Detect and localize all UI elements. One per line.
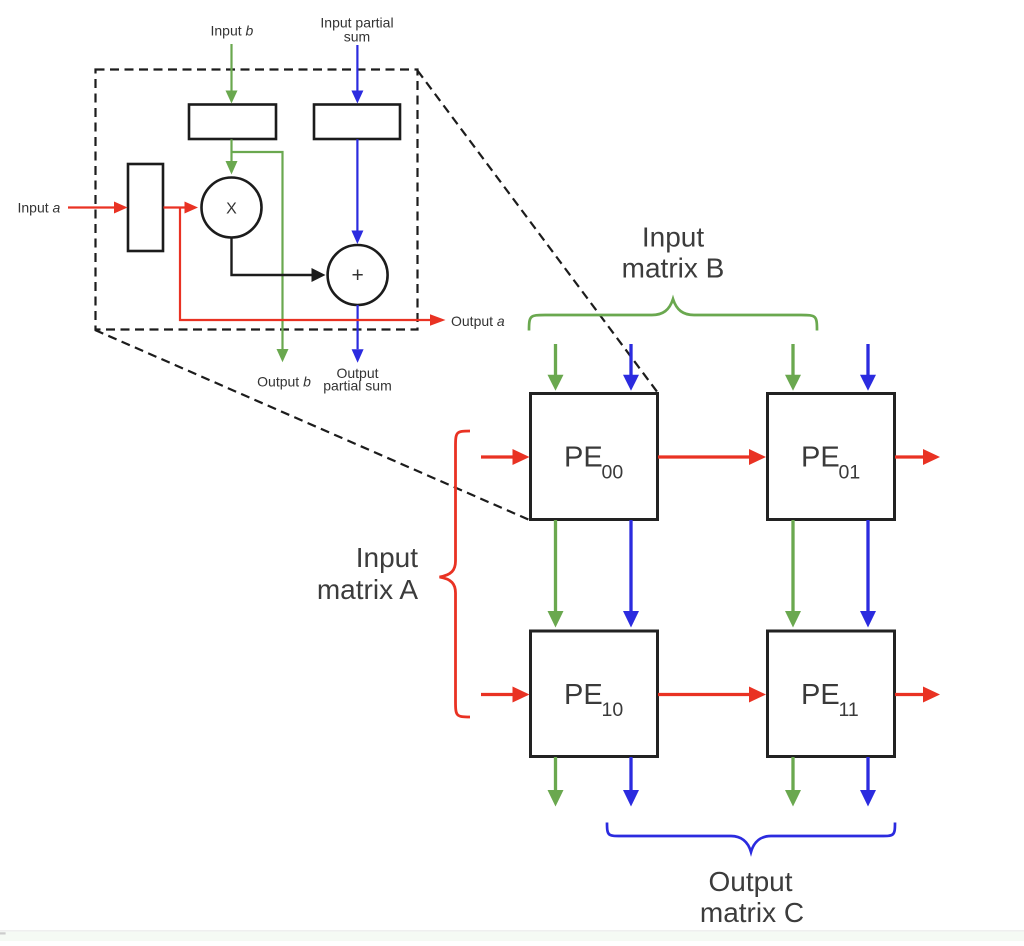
svg-text:Output: Output [708,866,792,897]
svg-text:Input: Input [642,222,704,253]
svg-text:10: 10 [602,699,624,721]
svg-text:00: 00 [602,462,624,484]
svg-text:partial sum: partial sum [323,378,391,394]
svg-text:Output b: Output b [257,374,311,390]
svg-text:PE: PE [564,679,603,711]
svg-text:Input partial: Input partial [320,15,393,31]
svg-text:+: + [351,264,363,287]
svg-text:PE: PE [801,679,840,711]
svg-text:Output a: Output a [451,313,505,329]
svg-text:matrix B: matrix B [622,253,725,284]
svg-text:Input b: Input b [211,23,254,39]
svg-text:Input a: Input a [18,200,61,216]
svg-text:X: X [226,201,237,218]
svg-text:01: 01 [839,462,861,484]
svg-text:Input: Input [356,542,418,573]
svg-text:matrix A: matrix A [317,574,418,605]
svg-text:PE: PE [564,442,603,474]
svg-text:Output: Output [336,365,378,381]
svg-text:matrix C: matrix C [700,897,804,928]
svg-text:PE: PE [801,442,840,474]
svg-text:sum: sum [344,29,370,45]
svg-text:11: 11 [839,699,859,721]
